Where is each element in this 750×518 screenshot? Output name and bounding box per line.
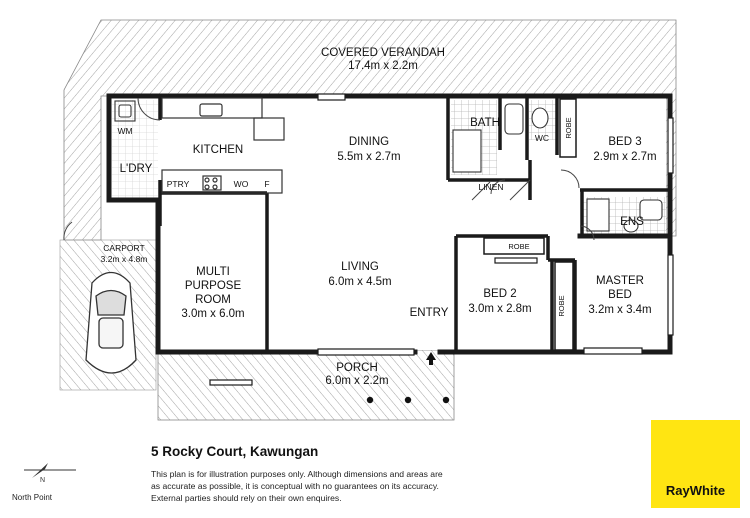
wm-label: WM xyxy=(117,126,132,136)
kitchen-label: KITCHEN xyxy=(193,144,243,156)
carport-dims: 3.2m x 4.8m xyxy=(101,254,148,264)
disclaimer-line: This plan is for illustration purposes o… xyxy=(151,469,443,479)
verandah-label: COVERED VERANDAH xyxy=(321,47,445,59)
porch-posts xyxy=(366,396,450,404)
multi-purpose-label-2: PURPOSE xyxy=(185,280,242,292)
living-dims: 6.0m x 4.5m xyxy=(328,276,391,288)
wc-label: WC xyxy=(535,133,549,143)
porch-deck xyxy=(157,349,455,421)
bath-fixtures xyxy=(452,103,663,233)
entry-label: ENTRY xyxy=(410,307,449,319)
bed3-robe-label: ROBE xyxy=(564,117,573,138)
bed2-dims: 3.0m x 2.8m xyxy=(468,303,531,315)
disclaimer-line: as accurate as possible, it is conceptua… xyxy=(151,481,439,491)
car-icon xyxy=(85,271,137,374)
master-robe-label: ROBE xyxy=(557,295,566,316)
brand-logo: RayWhite xyxy=(651,420,740,508)
master-label-2: BED xyxy=(608,289,632,301)
multi-purpose-label-3: ROOM xyxy=(195,294,231,306)
bed3-robe xyxy=(559,98,577,158)
verandah-dims: 17.4m x 2.2m xyxy=(348,60,418,72)
brand-name: RayWhite xyxy=(665,483,726,498)
porch-dims: 6.0m x 2.2m xyxy=(325,375,388,387)
master-label-1: MASTER xyxy=(596,275,644,287)
bed3-label: BED 3 xyxy=(608,136,641,148)
dining-label: DINING xyxy=(349,136,389,148)
carport-label: CARPORT xyxy=(103,243,144,253)
north-glyph: N xyxy=(40,477,45,484)
bed2-label: BED 2 xyxy=(483,288,516,300)
disclaimer-line: External parties should rely on their ow… xyxy=(151,493,342,503)
dining-dims: 5.5m x 2.7m xyxy=(337,151,400,163)
multi-purpose-dims: 3.0m x 6.0m xyxy=(181,308,244,320)
door-swings xyxy=(63,97,595,241)
living-label: LIVING xyxy=(341,261,379,273)
pantry-label: PTRY xyxy=(167,179,190,189)
master-dims: 3.2m x 3.4m xyxy=(588,304,651,316)
fridge-label: F xyxy=(264,179,269,189)
windows xyxy=(209,93,674,386)
bath-label: BATH xyxy=(470,117,500,129)
property-address: 5 Rocky Court, Kawungan xyxy=(151,444,319,459)
bed3-dims: 2.9m x 2.7m xyxy=(593,151,656,163)
entry-arrow xyxy=(426,352,436,365)
master-robe xyxy=(554,261,574,351)
bed2-robe xyxy=(483,237,545,255)
linen-label: LINEN xyxy=(478,182,503,192)
disclaimer: This plan is for illustration purposes o… xyxy=(151,468,481,504)
laundry-label: L'DRY xyxy=(120,163,153,175)
bed2-robe-label: ROBE xyxy=(508,242,529,251)
wall-oven-label: WO xyxy=(234,179,249,189)
porch-label: PORCH xyxy=(336,362,378,374)
ensuite-label: ENS xyxy=(620,216,644,228)
north-point-label: North Point xyxy=(12,493,53,502)
laundry-fixtures xyxy=(114,100,136,122)
north-point-icon: N xyxy=(24,463,76,484)
kitchen-benches xyxy=(161,97,285,194)
floor-plan: COVERED VERANDAH 17.4m x 2.2m KITCHEN DI… xyxy=(59,19,677,421)
multi-purpose-label-1: MULTI xyxy=(196,266,230,278)
